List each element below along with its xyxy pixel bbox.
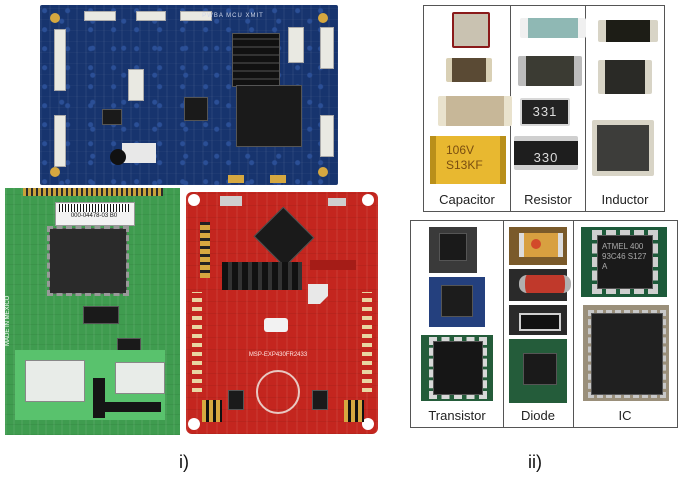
category-label-ic: IC xyxy=(618,408,632,423)
category-label-capacitor: Capacitor xyxy=(439,192,495,207)
category-label-resistor: Resistor xyxy=(524,192,572,207)
green-pcb-photo: 000-04478-03 B0 MADE IN MEXICO xyxy=(5,188,180,435)
category-label-transistor: Transistor xyxy=(428,408,486,423)
passive-components-panel: 106V S13KF Capacitor 331 330 Resistor In… xyxy=(423,5,665,212)
red-pcb-silkscreen: MSP-EXP430FR2433 xyxy=(248,352,308,358)
blue-pcb-silkscreen: PWBA MCU XMIT xyxy=(202,13,264,19)
resistor-marking-331: 331 xyxy=(520,98,570,126)
blue-pcb-photo: PWBA MCU XMIT xyxy=(40,5,338,185)
category-label-inductor: Inductor xyxy=(601,192,649,207)
resistor-network-marking-330: 330 xyxy=(514,136,578,170)
green-pcb-sticker-text: 000-04478-03 B0 xyxy=(70,213,118,219)
green-pcb-side-text: MADE IN MEXICO xyxy=(5,295,11,346)
ic-soic-marking: ATMEL 400 93C46 S127 A xyxy=(592,230,658,294)
red-pcb-photo: MSP-EXP430FR2433 xyxy=(186,192,378,434)
category-label-diode: Diode xyxy=(521,408,555,423)
left-figure-caption: i) xyxy=(179,452,189,472)
semiconductor-components-panel: Transistor Diode ATMEL 400 93C46 S127 A … xyxy=(410,220,678,428)
tantalum-capacitor-marking: 106V S13KF xyxy=(430,136,506,184)
right-figure-caption: ii) xyxy=(528,452,542,472)
